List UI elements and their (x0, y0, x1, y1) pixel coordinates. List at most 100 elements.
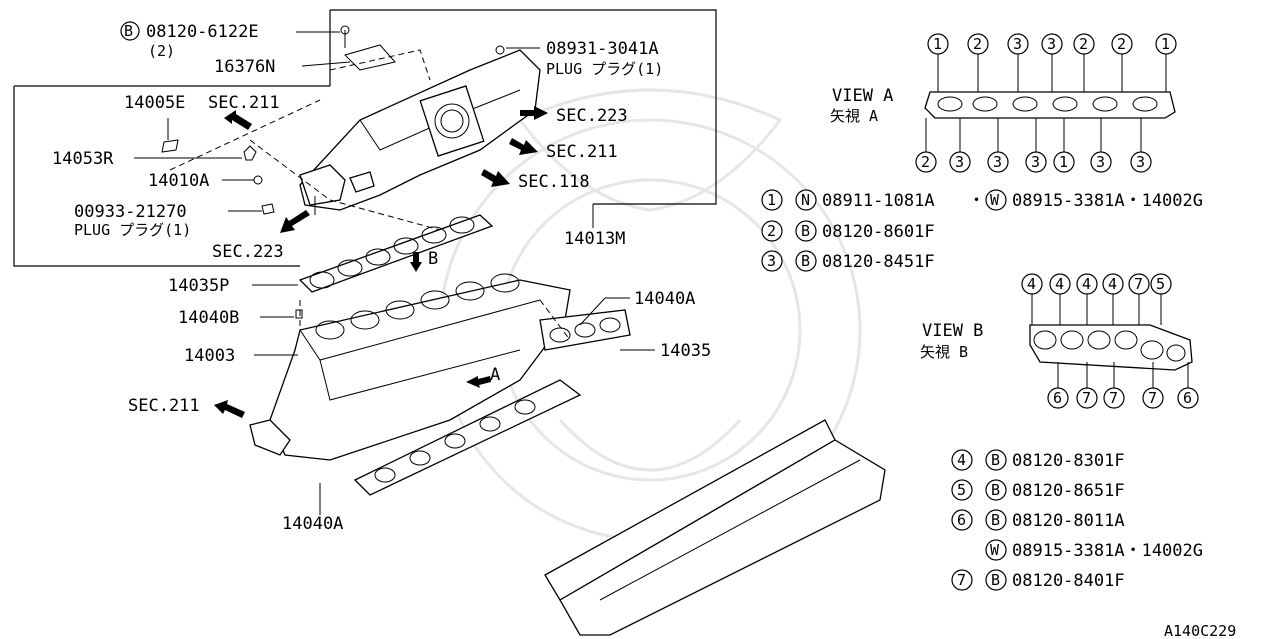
arrow-view-a (466, 376, 491, 388)
legend1-sep: ・ (968, 191, 985, 211)
legend7-part: 08120-8401F (1012, 571, 1125, 591)
label-sec118: SEC.118 (518, 172, 590, 192)
label-bolt-qty: (2) (148, 42, 175, 60)
arrow-sec211-right (509, 138, 538, 155)
view-a-bottom-bubble (1025, 151, 1047, 173)
view-a-top-bubble (927, 33, 949, 55)
diagram-id: A140C229 (1164, 622, 1236, 639)
view-b-top-bubble (1128, 273, 1150, 295)
view-b-title-jp: 矢視 B (920, 343, 968, 361)
view-a-bottom-number: 3 (993, 153, 1002, 171)
legend2-part: 08120-8601F (822, 222, 935, 242)
label-14003: 14003 (184, 346, 235, 366)
lower-leader-lines (252, 284, 655, 515)
intake-manifold-drawing (249, 214, 631, 496)
view-a-top-bubble (1007, 33, 1029, 55)
lower-arrows (214, 252, 491, 418)
view-a-top-number: 3 (1047, 35, 1056, 53)
label-14053R: 14053R (52, 149, 114, 169)
view-a-top-number: 2 (973, 35, 982, 53)
view-b-top-number: 5 (1156, 275, 1165, 293)
legend2-num: 2 (767, 222, 776, 240)
legend3-part: 08120-8451F (822, 252, 935, 272)
view-a-bottom-bubble (1090, 151, 1112, 173)
label-sec223-bottom: SEC.223 (212, 242, 284, 262)
label-plug-top-part: 08931-3041A (546, 39, 659, 59)
label-14035P: 14035P (168, 276, 229, 296)
view-b-title: VIEW B (922, 321, 983, 341)
view-a-top-bubble (967, 33, 989, 55)
view-b-bottom-bubble (1177, 387, 1199, 409)
arrow-sec223-bottom (280, 210, 310, 233)
view-a-bottom-number: 3 (955, 153, 964, 171)
view-a-bottom-number: 2 (921, 153, 930, 171)
label-sec223-right: SEC.223 (556, 106, 628, 126)
view-a-bottom-bubble (987, 151, 1009, 173)
label-plug-side-part: 00933-21270 (74, 202, 187, 222)
label-sec211-a: SEC.211 (208, 93, 280, 113)
lower-labels: B 14035P 14040A 14040B 14035 14003 A SEC… (128, 249, 711, 534)
view-b-top-bubble (1021, 273, 1043, 295)
label-plug-side: PLUG プラグ(1) (74, 221, 191, 239)
legend4-part: 08120-8301F (1012, 451, 1125, 471)
arrow-view-b (410, 252, 422, 272)
cylinder-head-drawing (544, 419, 886, 636)
view-b-legend: 4 B 08120-8301F 5 B 08120-8651F 6 B 0812… (951, 449, 1203, 591)
view-b-bottom-number: 6 (1053, 389, 1062, 407)
view-a-bottom-bubble (1130, 151, 1152, 173)
view-a-top-number: 1 (1161, 35, 1170, 53)
view-a-top-bubble (1073, 33, 1095, 55)
legend1-circle-b: W (990, 191, 1000, 209)
legend6-num: 6 (957, 511, 966, 529)
arrow-sec211-left (214, 400, 245, 418)
legend7-circle: B (991, 571, 1000, 589)
view-b-top-number: 4 (1055, 275, 1064, 293)
label-view-a-marker: A (490, 365, 500, 385)
legend3-circle: B (801, 252, 810, 270)
view-a-bottom-bubble (915, 151, 937, 173)
legend5-num: 5 (957, 481, 966, 499)
view-b-gasket (1029, 324, 1193, 371)
legend4-circle: B (991, 451, 1000, 469)
legend6b-circle: W (990, 541, 1000, 559)
legend7-num: 7 (957, 571, 966, 589)
label-14010A: 14010A (148, 171, 209, 191)
upper-leader-lines (134, 31, 594, 228)
view-b-bottom-bubble (1142, 387, 1164, 409)
view-b-bottom-number: 7 (1109, 389, 1118, 407)
view-a-bottom-bubble (1053, 151, 1075, 173)
arrow-sec118 (481, 169, 510, 187)
view-a-top-bubble (1111, 33, 1133, 55)
view-b-top-bubble (1150, 273, 1172, 295)
legend1-part-a: 08911-1081A (822, 191, 935, 211)
label-14040B: 14040B (178, 308, 239, 328)
collector-box (13, 9, 717, 267)
legend5-part: 08120-8651F (1012, 481, 1125, 501)
legend6b-part: 08915-3381A・14002G (1012, 541, 1203, 561)
legend4-num: 4 (957, 451, 966, 469)
legend6-circle: B (991, 511, 1000, 529)
view-a-bottom-number: 3 (1096, 153, 1105, 171)
label-14040A-top: 14040A (634, 289, 695, 309)
view-a-bottom-bubble (949, 151, 971, 173)
view-b-bottom-bubble (1076, 387, 1098, 409)
view-a-top-number: 2 (1079, 35, 1088, 53)
view-b-top-number: 4 (1108, 275, 1117, 293)
view-b-bottom-bubble (1047, 387, 1069, 409)
label-14005E: 14005E (124, 93, 185, 113)
label-view-b-marker: B (428, 249, 438, 269)
bolt-circle-symbol: B (124, 22, 133, 40)
view-b-top-number: 4 (1082, 275, 1091, 293)
view-a-bottom-number: 3 (1136, 153, 1145, 171)
legend1-num: 1 (767, 191, 776, 209)
view-b-bottom-number: 6 (1183, 389, 1192, 407)
view-a-top-bubble (1041, 33, 1063, 55)
label-14035: 14035 (660, 341, 711, 361)
label-bolt-part: 08120-6122E (146, 22, 259, 42)
view-b-bottom-bubble (1103, 387, 1125, 409)
label-14040A-bottom: 14040A (282, 514, 343, 534)
